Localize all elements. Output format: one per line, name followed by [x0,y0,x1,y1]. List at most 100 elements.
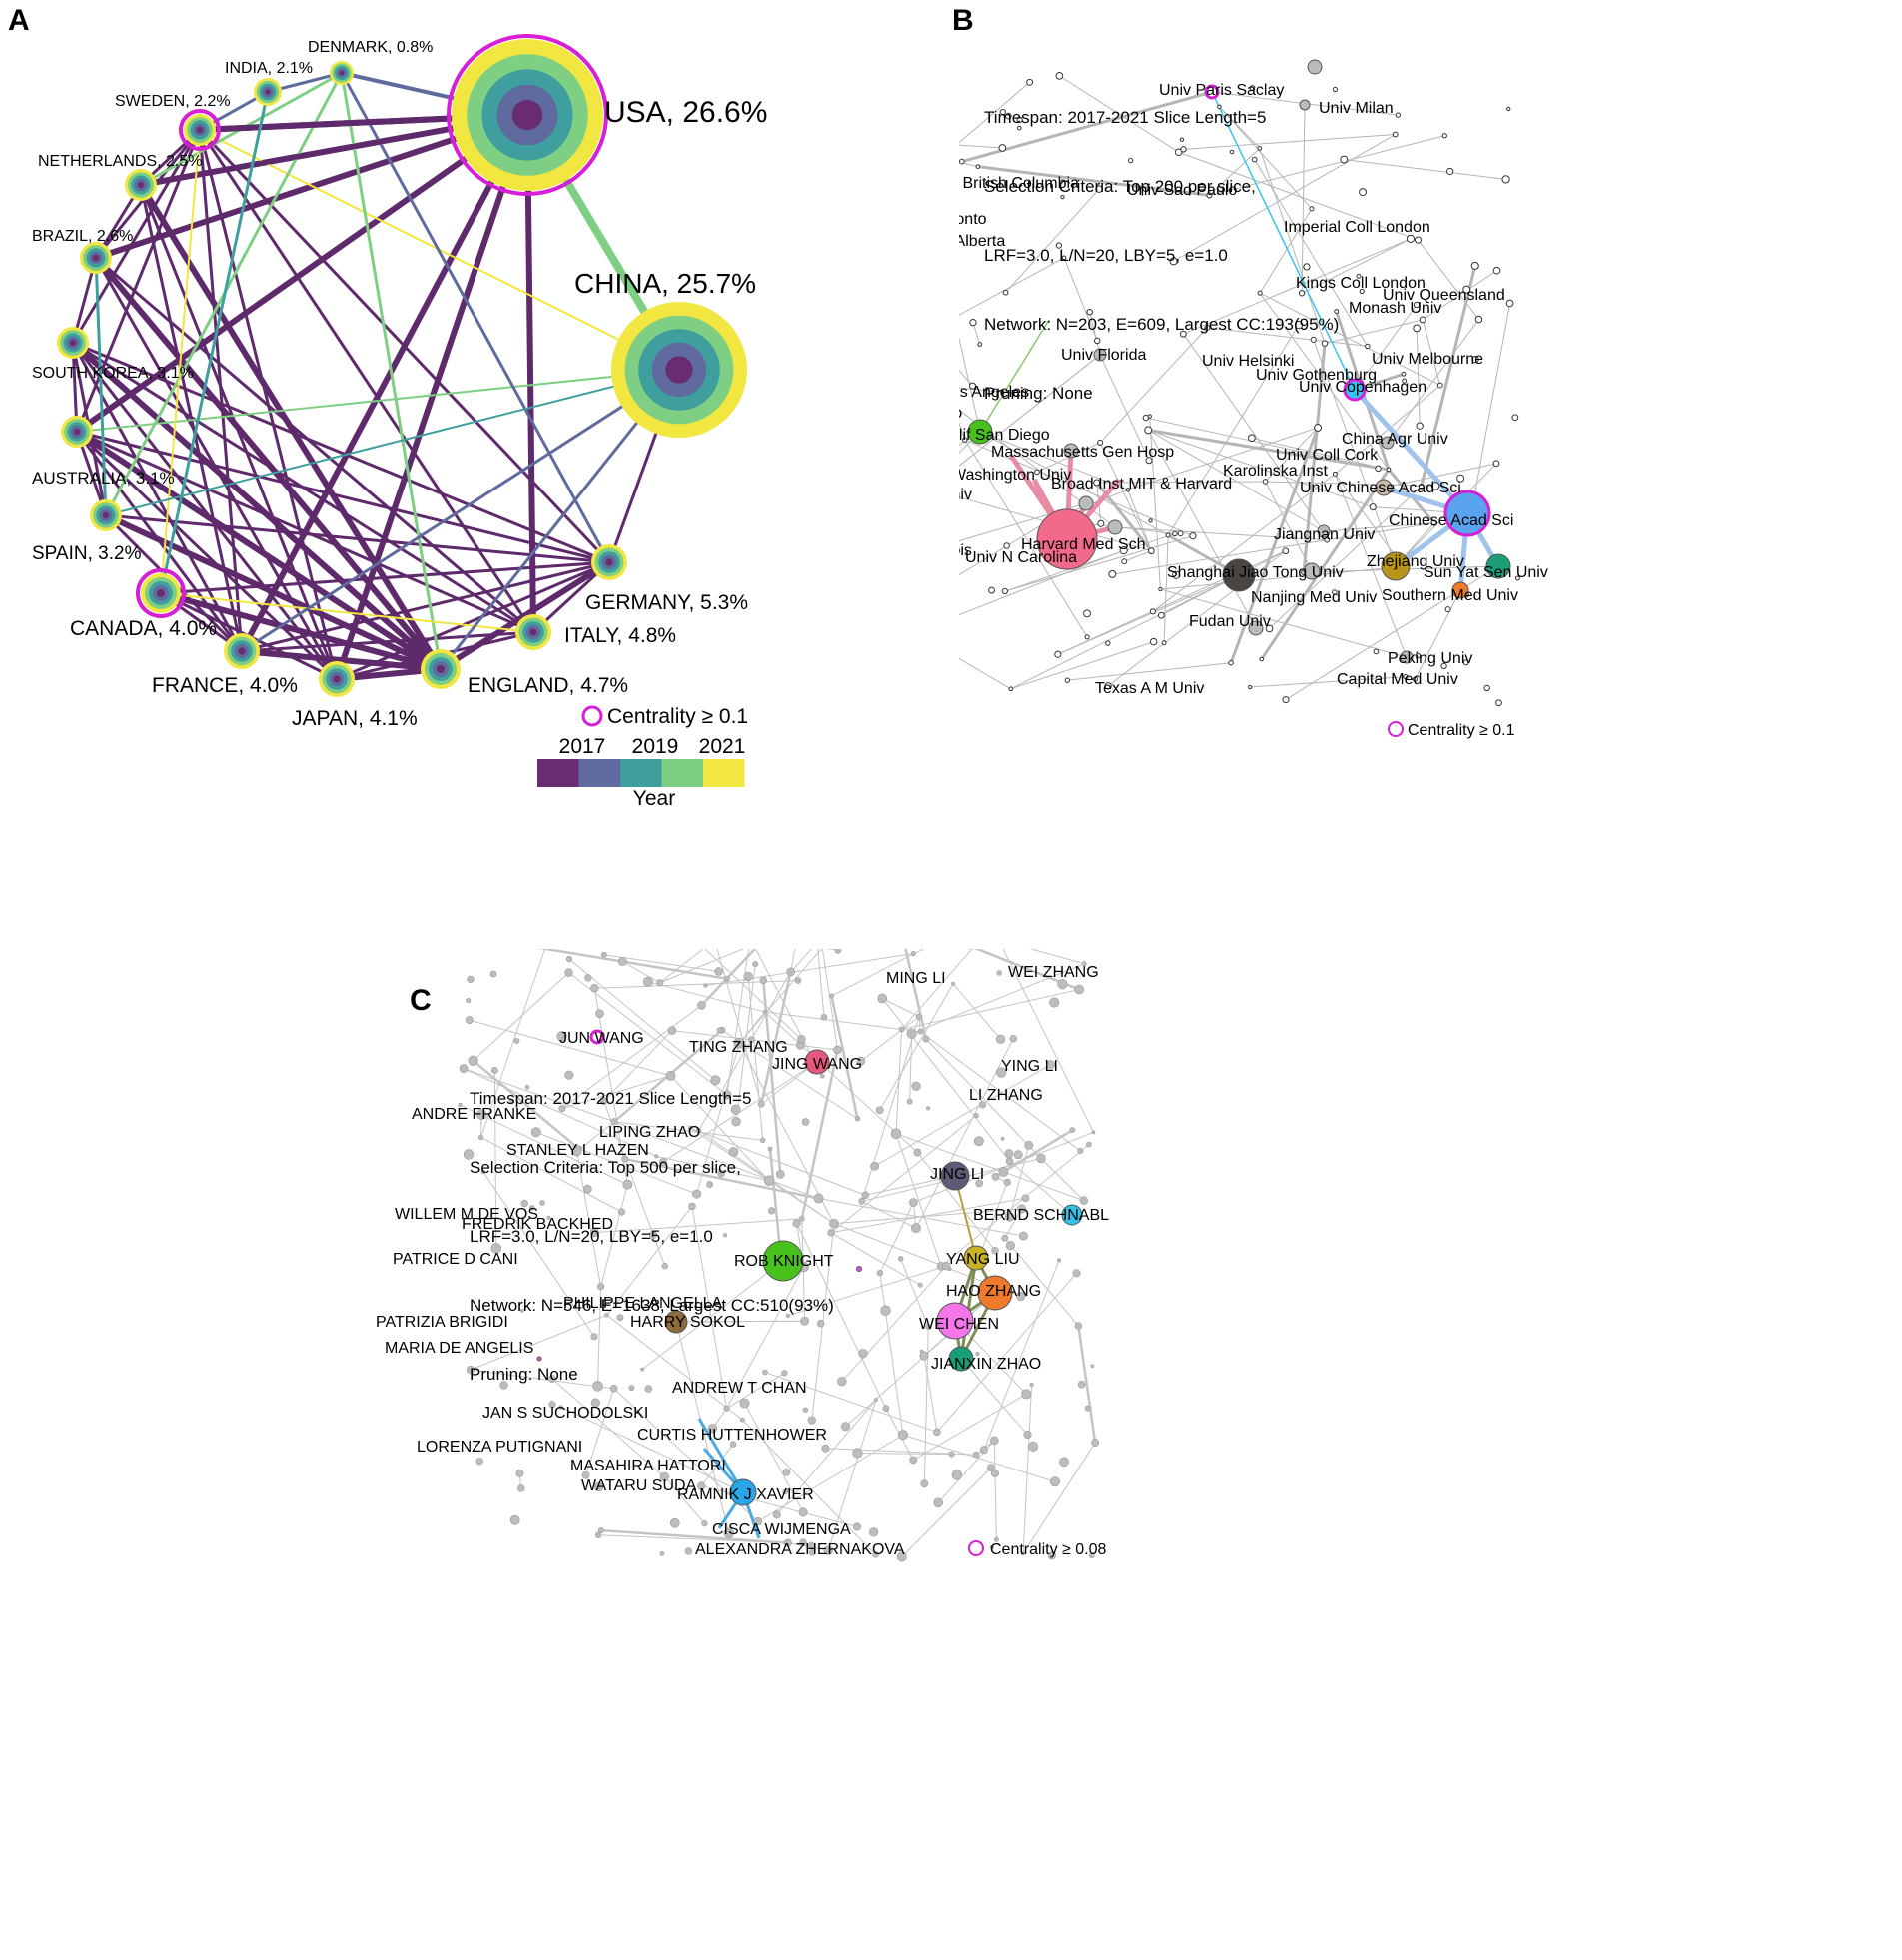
network-node [1004,1149,1014,1159]
edge [1183,134,1396,150]
network-node [1119,546,1128,555]
institution-node [1400,650,1414,664]
network-node [882,1405,890,1413]
network-node [767,1207,776,1215]
network-node [1093,337,1101,345]
network-node [465,1016,474,1025]
network-node [1127,157,1134,164]
network-node [1259,656,1265,662]
edge [1209,135,1445,196]
network-node [1310,336,1317,343]
author-node [940,1161,970,1191]
network-node [1511,414,1519,422]
edge [624,1157,819,1200]
edge [1334,474,1408,658]
edge [857,1453,952,1456]
institution-label: Jiangnan Univ [1274,526,1375,543]
network-node [1392,131,1399,138]
centrality-legend-label: Centrality ≥ 0.1 [1408,722,1515,739]
edge [480,1136,622,1213]
author-node [856,1266,862,1272]
network-node [1074,1322,1083,1330]
edge [613,1121,763,1141]
network-node [1147,547,1155,555]
network-node [729,1441,737,1448]
network-node [998,144,1007,152]
network-node [516,1484,525,1492]
network-node [468,1055,478,1066]
author-label: WEI ZHANG [1008,964,1099,981]
edge [460,1104,628,1186]
author-label: JING LI [930,1166,984,1183]
edge [861,1200,917,1229]
network-node [819,1073,825,1079]
network-node [801,1118,810,1126]
network-node [1079,1196,1089,1205]
network-node [1000,1136,1005,1141]
edge [551,1378,665,1477]
network-node [697,1481,706,1490]
institution-label: Univ Calif San Francisco [959,405,962,422]
network-node [1471,355,1479,364]
edge [93,256,444,671]
author-node [664,1310,688,1334]
year-ring [511,99,543,131]
author-label: TING ZHANG [689,1039,788,1056]
network-node [1091,1439,1100,1448]
edge [94,257,339,680]
network-node [1309,206,1315,212]
edge [964,439,1088,638]
edge [959,144,1003,149]
network-node [909,1456,918,1465]
year-ring [238,647,246,655]
network-node [594,1531,602,1538]
network-node [1401,371,1407,377]
edge [568,958,716,1081]
network-node [747,1036,755,1043]
country-label: ENGLAND, 4.7% [468,674,628,697]
network-node [723,1233,728,1238]
edge [1099,327,1208,444]
network-node [775,1169,785,1179]
edge [879,1202,914,1274]
country-label: FRANCE, 4.0% [152,674,298,697]
edge [704,949,802,1040]
edge [493,1070,497,1249]
network-node [933,1428,941,1437]
panel-c-info: Timespan: 2017-2021 Slice Length=5 Selec… [470,1041,834,1409]
network-node [1121,558,1128,565]
network-node [1179,330,1187,338]
network-node [1418,484,1425,490]
network-node [798,1507,808,1517]
edge [841,1265,947,1383]
edge [1002,949,1094,1133]
institution-label: Univ Calif San Diego [959,427,1050,444]
year-legend-swatch [578,759,620,787]
network-node [1514,575,1520,581]
network-node [1462,285,1471,294]
edge [603,1030,673,1102]
author-label: WILLEM M DE VOS [395,1206,538,1223]
edge [472,1059,580,1150]
network-node [1021,1194,1030,1203]
edge [726,1266,805,1409]
network-node [911,1081,921,1091]
small-nodes [959,72,1520,707]
network-node [969,318,977,327]
author-label: YING LI [1001,1058,1058,1075]
author-label: CISCA WIJMENGA [712,1521,851,1538]
network-node [706,1181,714,1188]
edge [675,1320,805,1323]
network-node [723,1527,734,1538]
network-node [975,164,981,169]
edge [1269,486,1423,629]
author-node [589,1029,605,1045]
institution-node [1248,620,1264,636]
edge [1096,481,1266,484]
edge [1335,474,1404,567]
network-node [590,1333,598,1341]
network-node [767,1146,773,1152]
network-node [821,1444,830,1453]
edge [597,1286,602,1387]
institution-node [1063,443,1079,459]
